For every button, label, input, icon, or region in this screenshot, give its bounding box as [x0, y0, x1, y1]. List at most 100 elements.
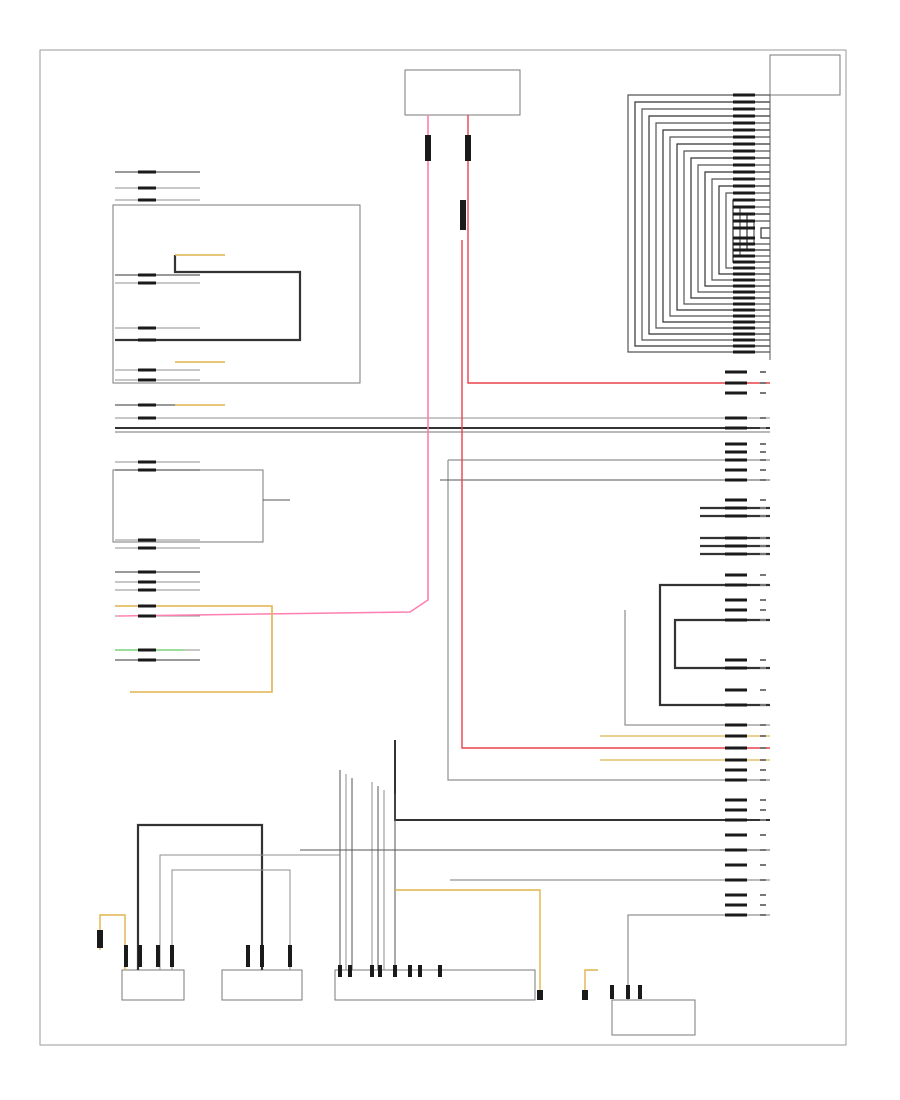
bundle-connector-top-18	[733, 219, 755, 223]
bundle-connector-top-6	[733, 135, 755, 139]
bundle-wire-3	[648, 115, 770, 335]
bundle-connector-bottom-6	[733, 314, 755, 318]
wire-group-colored	[99, 115, 770, 990]
fuse-connector-left	[425, 135, 431, 161]
bundle-wire-15	[732, 199, 770, 263]
wire-black-loop-upper	[115, 255, 302, 342]
left-stub-connector-11	[138, 460, 156, 464]
right-connector-1	[725, 381, 747, 385]
right-terminal-tick-21	[760, 659, 766, 661]
wire-red-lower-right	[461, 240, 770, 749]
bundle-wire-2	[641, 108, 770, 341]
right-terminal-tick-12	[760, 515, 766, 517]
left-stub-connector-9	[138, 403, 156, 407]
right-connector-4	[725, 426, 747, 430]
left-stub-connector-4	[138, 281, 156, 285]
component-box-bottom-4	[611, 999, 696, 1036]
bundle-connector-bottom-14	[733, 266, 755, 270]
left-stub-connector-15	[138, 570, 156, 574]
right-connector-12	[725, 514, 747, 518]
right-terminal-tick-13	[760, 537, 766, 539]
right-terminal-tick-15	[760, 553, 766, 555]
left-stub-connector-13	[138, 538, 156, 542]
right-connector-2	[725, 391, 747, 395]
right-terminal-tick-25	[760, 724, 766, 726]
left-stub-connector-2	[138, 198, 156, 202]
component-box-bottom-2	[221, 969, 303, 1001]
right-terminal-tick-27	[760, 747, 766, 749]
right-terminal-tick-3	[760, 417, 766, 419]
right-terminal-tick-14	[760, 545, 766, 547]
bottom-pin-b-1	[260, 945, 264, 967]
bundle-wire-7	[676, 143, 770, 311]
right-connector-32	[725, 808, 747, 812]
bundle-wire-0	[627, 94, 770, 353]
bundle-connector-bottom-0	[733, 350, 755, 354]
right-connector-19	[725, 608, 747, 612]
bottom-pin-a-0	[124, 945, 128, 967]
right-connector-3	[725, 416, 747, 420]
left-stub-connector-19	[138, 614, 156, 618]
right-connector-21	[725, 658, 747, 662]
wire-gray-bottom-1	[159, 854, 340, 970]
bottom-pin-d-0	[610, 985, 614, 999]
bundle-connector-bottom-15	[733, 260, 755, 264]
bundle-connector-bottom-10	[733, 290, 755, 294]
bundle-connector-bottom-9	[733, 296, 755, 300]
bundle-wire-18	[753, 220, 770, 245]
bundle-connector-top-8	[733, 149, 755, 153]
right-connector-9	[725, 478, 747, 482]
wire-black-right-bracket-outer	[658, 583, 770, 707]
bundle-connector-bottom-12	[733, 278, 755, 282]
right-terminal-tick-37	[760, 879, 766, 881]
right-terminal-tick-29	[760, 769, 766, 771]
right-connector-17	[725, 583, 747, 587]
right-terminal-tick-32	[760, 809, 766, 811]
bundle-connector-bottom-8	[733, 302, 755, 306]
right-connector-26	[725, 734, 747, 738]
left-stub-connector-1	[138, 186, 156, 190]
right-terminal-tick-40	[760, 914, 766, 916]
right-connector-11	[725, 506, 747, 510]
bottom-pin-c-1	[348, 965, 352, 977]
right-terminal-tick-20	[760, 619, 766, 621]
right-connector-20	[725, 618, 747, 622]
bundle-wire-6	[669, 136, 770, 317]
bottom-ground-left	[97, 930, 103, 948]
bottom-pin-c-4	[393, 965, 397, 977]
wire-yellow-left-loop	[115, 605, 273, 693]
bundle-connector-top-10	[733, 163, 755, 167]
right-terminal-tick-9	[760, 479, 766, 481]
bundle-wire-17	[746, 213, 770, 251]
right-terminal-tick-31	[760, 799, 766, 801]
right-terminal-tick-22	[760, 667, 766, 669]
right-terminal-tick-16	[760, 574, 766, 576]
right-connector-39	[725, 903, 747, 907]
right-terminal-tick-6	[760, 451, 766, 453]
right-connector-37	[725, 878, 747, 882]
bottom-pin-c-3	[378, 965, 382, 977]
bundle-wire-19	[760, 227, 770, 239]
bundle-wire-1	[634, 101, 770, 347]
bundle-wire-4	[655, 122, 770, 329]
right-connector-24	[725, 703, 747, 707]
bundle-connector-top-1	[733, 100, 755, 104]
right-terminal-tick-2	[760, 392, 766, 394]
right-connector-22	[725, 666, 747, 670]
right-connector-27	[725, 746, 747, 750]
bundle-connector-bottom-18	[733, 242, 755, 246]
right-connector-29	[725, 768, 747, 772]
wire-gray-bottom-2	[171, 869, 291, 970]
right-connector-5	[725, 442, 747, 446]
bottom-pin-c-0	[338, 965, 342, 977]
left-stub-connector-0	[138, 170, 156, 174]
bundle-connector-bottom-7	[733, 308, 755, 312]
right-terminal-tick-36	[760, 864, 766, 866]
bundle-connector-bottom-5	[733, 320, 755, 324]
bottom-ground-mid	[537, 990, 543, 1000]
component-box-bottom-3	[334, 969, 536, 1001]
right-terminal-tick-39	[760, 904, 766, 906]
wire-gray-right-side	[624, 610, 770, 726]
